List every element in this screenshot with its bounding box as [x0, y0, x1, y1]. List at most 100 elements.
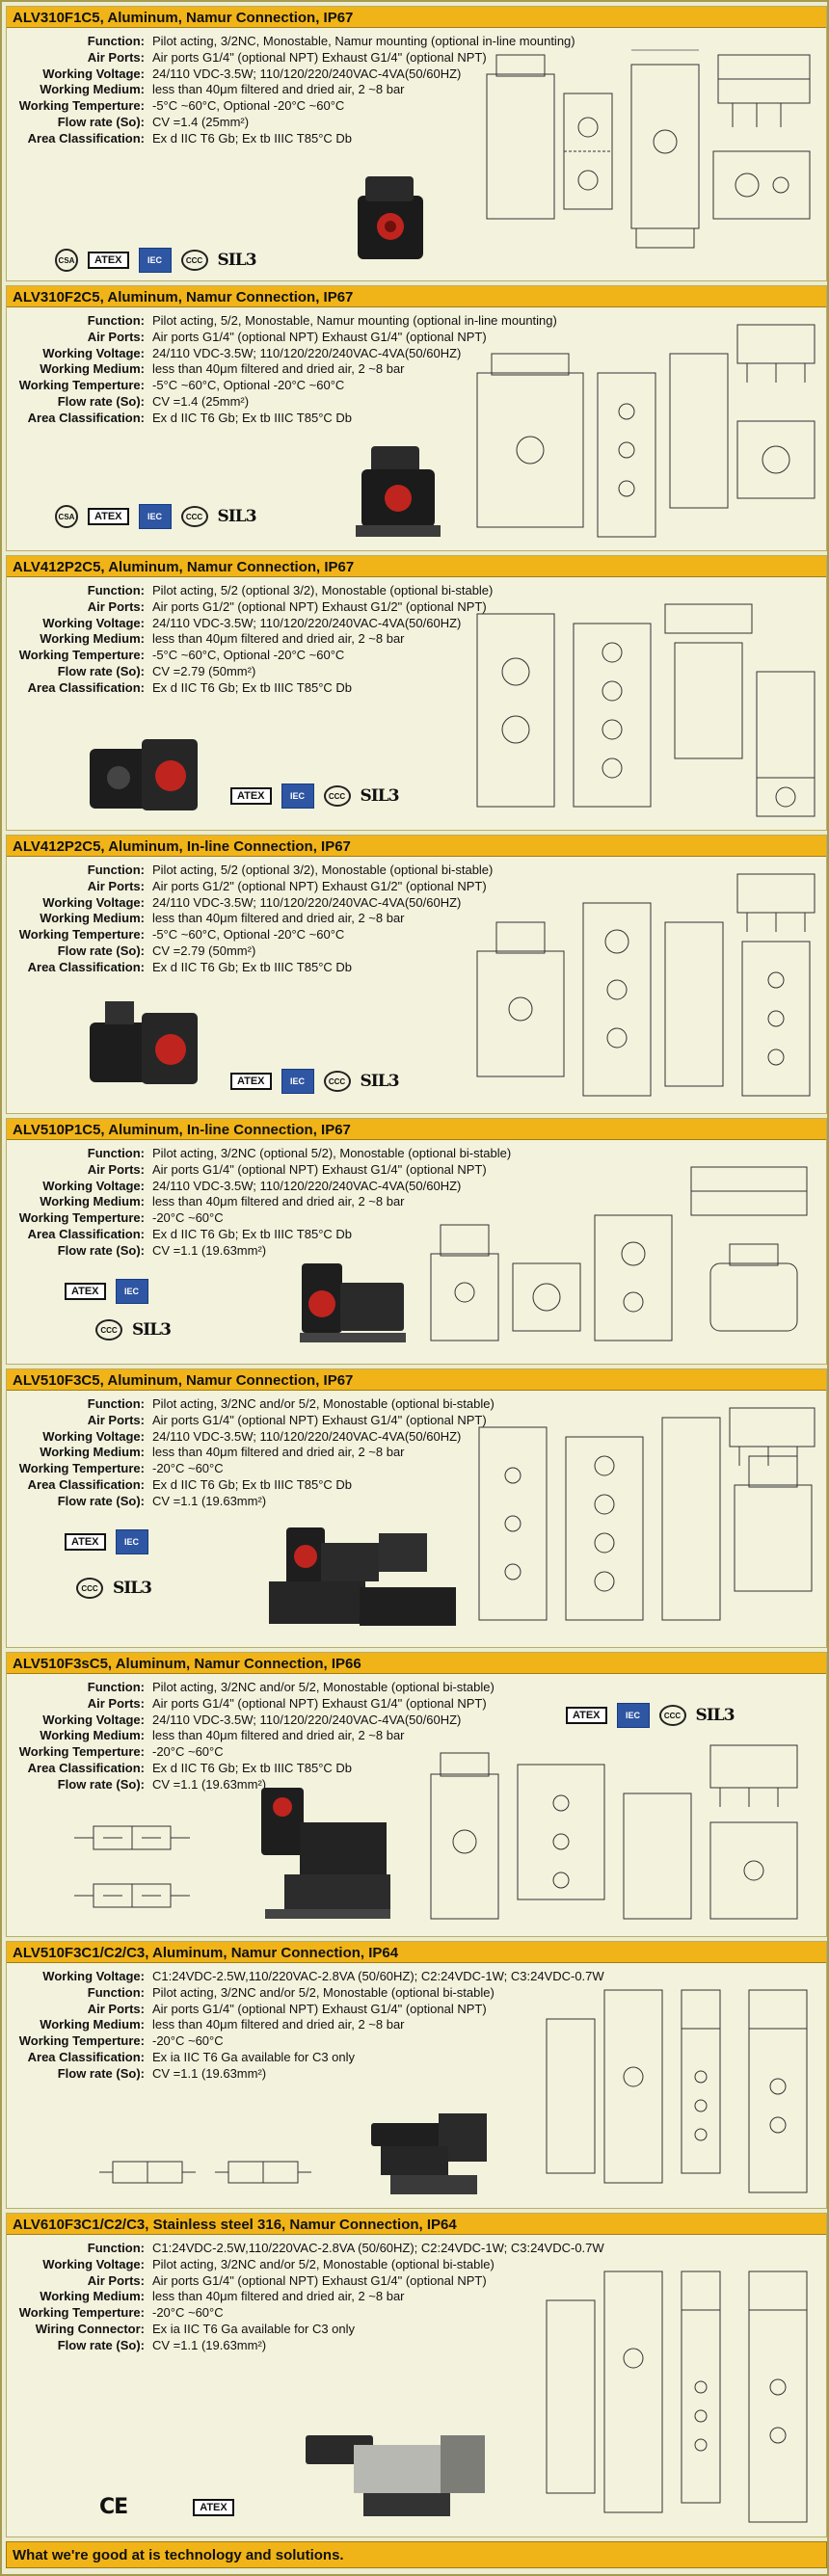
- spec-row: Function:Pilot acting, 5/2 (optional 3/2…: [11, 863, 494, 879]
- spec-value: 24/110 VDC-3.5W; 110/120/220/240VAC-4VA(…: [152, 1178, 462, 1193]
- product-section: ALV412P2C5, Aluminum, Namur Connection, …: [6, 555, 827, 831]
- spec-label: Area Classification:: [27, 2049, 145, 2064]
- valve-symbol-diagram: [65, 1817, 209, 1923]
- spec-label: Area Classification:: [27, 1476, 145, 1492]
- atex-logo: ATEX: [88, 508, 129, 525]
- spec-value: Air ports G1/4" (optional NPT) Exhaust G…: [152, 1412, 487, 1427]
- spec-label: Function:: [87, 34, 145, 48]
- spec-label: Working Voltage:: [42, 2256, 145, 2271]
- sil3-logo: SIL3: [360, 786, 400, 806]
- atex-logo: ATEX: [65, 1533, 106, 1551]
- spec-label: Flow rate (So):: [57, 1493, 145, 1508]
- sil3-logo: SIL3: [113, 1579, 152, 1598]
- spec-value: less than 40μm filtered and dried air, 2…: [152, 631, 405, 647]
- spec-row: Air Ports:Air ports G1/4" (optional NPT)…: [11, 49, 487, 66]
- spec-value: Air ports G1/2" (optional NPT) Exhaust G…: [152, 878, 487, 893]
- spec-value: CV =1.1 (19.63mm²): [152, 1776, 267, 1792]
- product-section: ALV610F3C1/C2/C3, Stainless steel 316, N…: [6, 2213, 827, 2537]
- spec-value: Air ports G1/2" (optional NPT) Exhaust G…: [152, 598, 487, 614]
- spec-value: Pilot acting, 3/2NC (optional 5/2), Mono…: [152, 1146, 512, 1160]
- spec-value: Air ports G1/4" (optional NPT) Exhaust G…: [152, 2272, 487, 2288]
- technical-drawing: [421, 1736, 822, 1932]
- spec-value: Pilot acting, 5/2, Monostable, Namur mou…: [152, 313, 557, 328]
- spec-value: C1:24VDC-2.5W,110/220VAC-2.8VA (50/60HZ)…: [152, 1969, 604, 1983]
- product-section: ALV310F1C5, Aluminum, Namur Connection, …: [6, 6, 827, 281]
- technical-drawing: [468, 315, 822, 546]
- spec-value: Pilot acting, 3/2NC and/or 5/2, Monostab…: [152, 2256, 495, 2271]
- sil3-logo: SIL3: [217, 251, 257, 270]
- spec-label: Working Voltage:: [42, 1428, 145, 1444]
- iec-logo: IEC: [115, 1529, 148, 1554]
- atex-logo: ATEX: [230, 1073, 272, 1090]
- spec-row: Air Ports:Air ports G1/4" (optional NPT)…: [11, 1696, 487, 1713]
- spec-label: Flow rate (So):: [57, 663, 145, 678]
- product-photo: [361, 2104, 493, 2204]
- spec-value: -5°C ~60°C, Optional -20°C ~60°C: [152, 927, 345, 943]
- spec-row: Flow rate (So):CV =1.1 (19.63mm²): [11, 2338, 473, 2354]
- spec-label: Area Classification:: [27, 959, 145, 974]
- iec-logo: IEC: [138, 504, 172, 529]
- spec-label: Area Classification:: [27, 130, 145, 146]
- spec-row: Flow rate (So):CV =2.79 (50mm²): [11, 943, 473, 960]
- spec-label: Working Temperture:: [18, 1461, 145, 1476]
- spec-row: Flow rate (So):CV =1.1 (19.63mm²): [11, 1494, 473, 1510]
- spec-label: Function:: [87, 863, 145, 877]
- product-title: ALV510F3C5, Aluminum, Namur Connection, …: [7, 1369, 826, 1391]
- spec-value: -20°C ~60°C: [152, 1744, 224, 1760]
- technical-drawing: [468, 36, 822, 277]
- spec-row: Working Voltage:C1:24VDC-2.5W,110/220VAC…: [11, 1969, 603, 1985]
- spec-label: Area Classification:: [27, 679, 145, 695]
- ccc-logo: CCC: [658, 1705, 686, 1726]
- spec-row: Working Temperture: -20°C ~60°C: [11, 1744, 473, 1761]
- spec-label: Working Voltage:: [42, 66, 145, 81]
- spec-value: 24/110 VDC-3.5W; 110/120/220/240VAC-4VA(…: [152, 1712, 462, 1727]
- spec-value: 24/110 VDC-3.5W; 110/120/220/240VAC-4VA(…: [152, 615, 462, 630]
- spec-value: CV =1.4 (25mm²): [152, 114, 250, 129]
- ccc-logo: CCC: [323, 785, 351, 807]
- spec-value: -5°C ~60°C, Optional -20°C ~60°C: [152, 98, 345, 114]
- spec-label: Working Temperture:: [18, 98, 145, 114]
- spec-value: 24/110 VDC-3.5W; 110/120/220/240VAC-4VA(…: [152, 345, 462, 360]
- iec-logo: IEC: [138, 248, 172, 273]
- spec-label: Area Classification:: [27, 410, 145, 425]
- spec-row: Working Voltage:24/110 VDC-3.5W; 110/120…: [11, 1713, 473, 1729]
- spec-label: Air Ports:: [87, 1161, 145, 1177]
- spec-row: Wiring Connector:Ex ia IIC T6 Ga availab…: [11, 2322, 473, 2338]
- spec-value: Pilot acting, 5/2 (optional 3/2), Monost…: [152, 583, 494, 598]
- sil3-logo: SIL3: [695, 1706, 735, 1725]
- spec-label: Air Ports:: [87, 49, 145, 65]
- technical-drawing: [527, 1971, 822, 2206]
- spec-row: Working Medium:less than 40μm filtered a…: [11, 82, 473, 98]
- spec-value: Ex d IIC T6 Gb; Ex tb IIIC T85°C Db: [152, 130, 353, 146]
- product-photo: [263, 1514, 466, 1639]
- spec-label: Flow rate (So):: [57, 2065, 145, 2081]
- spec-value: Ex ia IIC T6 Ga available for C3 only: [152, 2049, 356, 2064]
- spec-row: Function:Pilot acting, 5/2 (optional 3/2…: [11, 583, 494, 599]
- certification-logos: ATEX IEC: [65, 1279, 148, 1304]
- spec-row: Function:Pilot acting, 3/2NC and/or 5/2,…: [11, 1680, 495, 1696]
- spec-label: Working Voltage:: [42, 615, 145, 630]
- spec-row: Area Classification:Ex d IIC T6 Gb; Ex t…: [11, 1227, 473, 1243]
- spec-label: Working Medium:: [40, 1728, 145, 1743]
- spec-list: Working Voltage:C1:24VDC-2.5W,110/220VAC…: [11, 1969, 604, 2083]
- spec-value: less than 40μm filtered and dried air, 2…: [152, 2017, 405, 2032]
- spec-list: Function:Pilot acting, 3/2NC and/or 5/2,…: [11, 1680, 495, 1793]
- spec-value: Ex d IIC T6 Gb; Ex tb IIIC T85°C Db: [152, 1760, 353, 1775]
- spec-row: Working Voltage:24/110 VDC-3.5W; 110/120…: [11, 1429, 473, 1446]
- spec-label: Working Medium:: [40, 631, 145, 647]
- spec-value: less than 40μm filtered and dried air, 2…: [152, 911, 405, 926]
- spec-label: Function:: [87, 1396, 145, 1411]
- spec-list: Function:Pilot acting, 5/2, Monostable, …: [11, 313, 557, 427]
- spec-label: Working Temperture:: [18, 1744, 145, 1760]
- spec-row: Flow rate (So): CV =1.1 (19.63mm²): [11, 1777, 473, 1793]
- spec-value: less than 40μm filtered and dried air, 2…: [152, 82, 405, 97]
- certification-logos: CE ATEX: [99, 2495, 234, 2519]
- spec-value: CV =1.1 (19.63mm²): [152, 1242, 267, 1258]
- spec-row: Air Ports:Air ports G1/4" (optional NPT)…: [11, 1413, 487, 1429]
- ccc-logo: CCC: [76, 1578, 103, 1599]
- spec-label: Working Temperture:: [18, 378, 145, 393]
- spec-label: Flow rate (So):: [57, 393, 145, 409]
- spec-row: Working Voltage:24/110 VDC-3.5W; 110/120…: [11, 346, 473, 362]
- spec-label: Flow rate (So):: [57, 1776, 145, 1792]
